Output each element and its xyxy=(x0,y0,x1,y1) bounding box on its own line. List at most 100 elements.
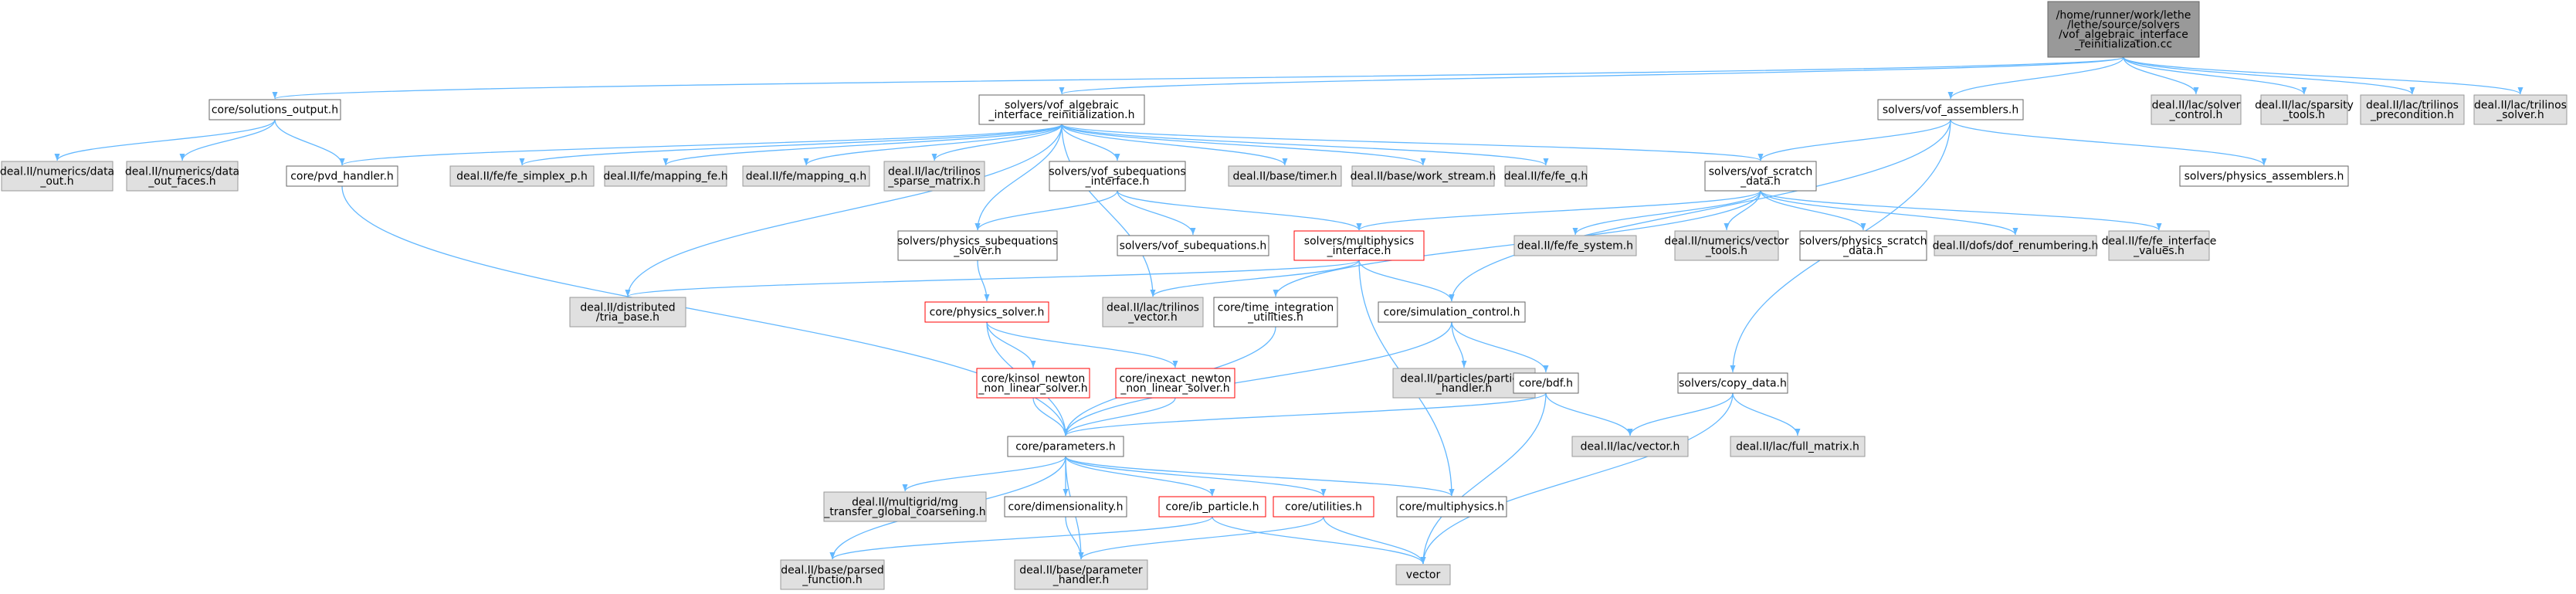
node-box-physics_solver xyxy=(924,301,1049,323)
node-pvd_handler[interactable]: core/pvd_handler.h xyxy=(286,165,398,187)
edge-root-to-vof_assemblers xyxy=(1947,56,2124,100)
node-kinsol_newton[interactable]: core/kinsol_newton_non_linear_solver.h xyxy=(976,368,1090,399)
node-fe_system: deal.II/fe/fe_system.h xyxy=(1513,235,1637,256)
node-copy_data[interactable]: solvers/copy_data.h xyxy=(1677,372,1788,394)
edge-vof_subequations_interface-to-physics_subequations_solver xyxy=(974,190,1118,231)
node-sparsity_tools: deal.II/lac/sparsity_tools.h xyxy=(2255,94,2354,125)
node-box-dimensionality xyxy=(1004,496,1127,518)
node-label-parsed_function-line-1: _function.h xyxy=(802,574,863,586)
node-box-vector xyxy=(1395,564,1451,586)
node-fe_simplex_p: deal.II/fe/fe_simplex_p.h xyxy=(449,165,595,187)
node-vof_algebraic[interactable]: solvers/vof_algebraic_interface_reinitia… xyxy=(978,94,1145,125)
node-box-mapping_fe xyxy=(604,165,727,187)
node-physics_subequations_solver[interactable]: solvers/physics_subequations_solver.h xyxy=(897,230,1058,261)
edge-parameters-to-mg_transfer xyxy=(902,456,1066,492)
node-label-physics_scratch_data-line-0: solvers/physics_scratch xyxy=(1799,235,1927,247)
node-box-fe_simplex_p xyxy=(449,165,595,187)
node-label-vof_algebraic-line-0: solvers/vof_algebraic xyxy=(1005,99,1119,111)
node-physics_solver[interactable]: core/physics_solver.h xyxy=(924,301,1049,323)
node-vof_subequations_interface[interactable]: solvers/vof_subequations_interface.h xyxy=(1049,161,1186,192)
node-physics_assemblers[interactable]: solvers/physics_assemblers.h xyxy=(2179,165,2349,187)
node-vof_subequations[interactable]: solvers/vof_subequations.h xyxy=(1117,235,1269,256)
node-label-parsed_function-line-0: deal.II/base/parsed xyxy=(781,564,884,576)
node-inexact_newton[interactable]: core/inexact_newton_non_linear_solver.h xyxy=(1115,368,1235,399)
node-label-kinsol_newton-line-1: _non_linear_solver.h xyxy=(978,382,1087,395)
node-label-vof_algebraic-line-1: _interface_reinitialization.h xyxy=(988,109,1135,121)
node-label-fe_q-line-0: deal.II/fe/fe_q.h xyxy=(1504,171,1588,183)
node-label-root-line-1: /lethe/source/solvers xyxy=(2067,19,2180,31)
node-ib_particle[interactable]: core/ib_particle.h xyxy=(1158,496,1266,518)
node-label-multiphysics-line-0: core/multiphysics.h xyxy=(1399,501,1504,514)
node-physics_scratch_data[interactable]: solvers/physics_scratch_data.h xyxy=(1799,230,1927,261)
node-label-trilinos_vector-line-1: _vector.h xyxy=(1127,311,1177,324)
node-box-fe_q xyxy=(1504,165,1588,187)
node-label-fe_interface_values-line-1: _values.h xyxy=(2133,245,2185,257)
node-box-solver_control xyxy=(2151,94,2242,125)
node-box-physics_scratch_data xyxy=(1799,230,1927,261)
node-data_out_faces: deal.II/numerics/data_out_faces.h xyxy=(125,161,239,192)
node-simulation_control[interactable]: core/simulation_control.h xyxy=(1378,301,1526,323)
node-label-physics_solver-line-0: core/physics_solver.h xyxy=(930,307,1045,319)
node-box-vof_subequations xyxy=(1117,235,1269,256)
node-label-root-line-0: /home/runner/work/lethe xyxy=(2056,9,2191,22)
node-multiphysics_interface[interactable]: solvers/multiphysics_interface.h xyxy=(1293,230,1425,261)
node-mg_transfer: deal.II/multigrid/mg_transfer_global_coa… xyxy=(823,491,987,522)
edge-root-to-solutions_output xyxy=(273,56,2124,100)
node-label-utilities-line-0: core/utilities.h xyxy=(1285,501,1362,514)
node-bdf[interactable]: core/bdf.h xyxy=(1513,372,1579,394)
node-box-mapping_q xyxy=(742,165,870,187)
node-label-physics_assemblers-line-0: solvers/physics_assemblers.h xyxy=(2185,171,2344,183)
node-mapping_fe: deal.II/fe/mapping_fe.h xyxy=(603,165,728,187)
edge-vof_algebraic-to-vof_scratch_data xyxy=(1061,124,1764,161)
node-label-trilinos_precondition-line-0: deal.II/lac/trilinos xyxy=(2366,99,2459,111)
edge-vof_algebraic-to-pvd_handler xyxy=(339,124,1063,166)
edge-inexact_newton-to-parameters xyxy=(1063,397,1176,436)
node-box-parsed_function xyxy=(780,559,885,590)
node-label-multiphysics_interface-line-1: _interface.h xyxy=(1327,245,1391,257)
node-vof_scratch_data[interactable]: solvers/vof_scratch_data.h xyxy=(1704,161,1817,192)
node-box-vof_subequations_interface xyxy=(1049,161,1186,192)
node-full_matrix: deal.II/lac/full_matrix.h xyxy=(1730,436,1866,457)
node-root[interactable]: /home/runner/work/lethe/lethe/source/sol… xyxy=(2047,1,2200,58)
node-box-inexact_newton xyxy=(1115,368,1235,399)
edge-utilities-to-vector xyxy=(1323,516,1426,565)
node-box-trilinos_solver xyxy=(2473,94,2568,125)
node-label-timer-line-0: deal.II/base/timer.h xyxy=(1233,171,1337,183)
edge-copy_data-to-lac_vector xyxy=(1627,392,1734,436)
edge-vof_algebraic-to-trilinos_vector xyxy=(1061,124,1156,297)
node-label-mapping_q-line-0: deal.II/fe/mapping_q.h xyxy=(746,171,867,183)
node-label-physics_subequations_solver-line-1: _solver.h xyxy=(953,245,1001,257)
node-label-trilinos_sparse_matrix-line-0: deal.II/lac/trilinos xyxy=(888,165,981,178)
node-box-fe_interface_values xyxy=(2108,230,2210,261)
node-vof_assemblers[interactable]: solvers/vof_assemblers.h xyxy=(1877,99,2024,120)
node-label-root-line-2: /vof_algebraic_interface xyxy=(2059,29,2188,41)
edge-vof_algebraic-to-physics_subequations_solver xyxy=(974,124,1063,231)
edge-ib_particle-to-vector xyxy=(1212,516,1426,565)
node-label-vof_scratch_data-line-1: _data.h xyxy=(1740,175,1781,188)
edge-dimensionality-to-parameter_handler xyxy=(1065,516,1084,560)
node-tria_base: deal.II/distributed/tria_base.h xyxy=(569,297,686,328)
edge-vof_scratch_data-to-vector_tools xyxy=(1724,190,1761,231)
node-time_integration_utilities[interactable]: core/time_integration_utilities.h xyxy=(1213,297,1338,328)
node-label-copy_data-line-0: solvers/copy_data.h xyxy=(1679,378,1787,390)
node-lac_vector: deal.II/lac/vector.h xyxy=(1571,436,1689,457)
node-solutions_output[interactable]: core/solutions_output.h xyxy=(208,99,341,120)
node-label-time_integration_utilities-line-1: _utilities.h xyxy=(1247,311,1303,324)
node-box-work_stream xyxy=(1351,165,1495,187)
node-multiphysics[interactable]: core/multiphysics.h xyxy=(1396,496,1507,518)
node-box-sparsity_tools xyxy=(2260,94,2348,125)
node-label-tria_base-line-1: /tria_base.h xyxy=(596,311,659,324)
node-parameters[interactable]: core/parameters.h xyxy=(1007,436,1124,457)
edge-vof_algebraic-to-timer xyxy=(1061,124,1288,166)
node-box-tria_base xyxy=(569,297,686,328)
edge-simulation_control-to-parameters xyxy=(1063,321,1452,436)
edge-vof_algebraic-to-work_stream xyxy=(1061,124,1426,166)
node-fe_interface_values: deal.II/fe/fe_interface_values.h xyxy=(2102,230,2216,261)
node-dimensionality[interactable]: core/dimensionality.h xyxy=(1004,496,1127,518)
node-label-dof_renumbering-line-0: deal.II/dofs/dof_renumbering.h xyxy=(1933,240,2099,253)
edge-multiphysics_interface-to-simulation_control xyxy=(1358,260,1455,302)
node-box-lac_vector xyxy=(1571,436,1689,457)
node-utilities[interactable]: core/utilities.h xyxy=(1273,496,1374,518)
edge-root-to-trilinos_precondition xyxy=(2123,56,2415,95)
node-label-time_integration_utilities-line-0: core/time_integration xyxy=(1218,301,1334,314)
